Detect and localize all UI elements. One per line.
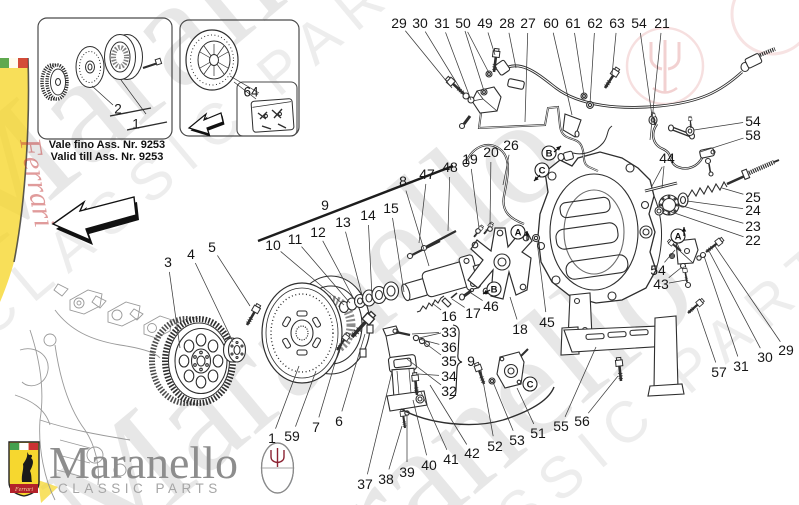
ferrari-logo-text: Ferrari [14,487,33,493]
inset-arrow-icon [187,112,225,137]
support-bracket-a-drawing [665,235,726,317]
maserati-badge-icon: MASERATI [260,442,295,494]
svg-text:A: A [515,227,522,238]
bell-housing-drawing [531,151,663,304]
pipe-58-drawing [648,111,716,177]
ferrari-shield-logo-icon: Ferrari [8,441,40,497]
svg-text:B: B [491,284,498,295]
clutch-disc-drawing [261,282,343,384]
spacer-plate-drawing [222,337,247,363]
flywheel-drawing [149,316,236,406]
spring-drawing [416,287,475,313]
pushrod-drawing [644,159,780,216]
clutch-pipes-drawing [462,47,776,226]
svg-text:C: C [527,379,534,390]
maserati-logo-text: MASERATI [267,472,288,476]
group-brackets [257,164,463,400]
leader-lines [169,30,781,475]
view-marker-B: B [482,281,502,297]
lever-assembly-drawing [382,325,430,430]
svg-text:B: B [546,148,553,159]
svg-text:A: A [675,231,682,242]
slave-cylinder-drawing [401,230,484,302]
switch-drawing [400,348,555,426]
engine-sketch [14,283,173,501]
inset-spring-kit-drawing [185,29,295,133]
svg-text:C: C [539,165,546,176]
view-marker-B: B [541,145,562,161]
inset-boxes [37,17,300,140]
union-fitting-drawing [443,46,622,162]
view-marker-C: C [533,162,550,182]
support-stand-drawing [560,292,685,397]
view-marker-A: A [510,224,530,240]
view-marker-C: C [522,376,538,392]
bearing-stack-drawing [338,281,400,314]
view-marker-A: A [670,227,687,244]
inset-clutch-kit-drawing [40,34,168,131]
direction-arrow-icon [51,196,139,245]
trident-watermark-icon [625,26,705,106]
trident-watermark-icon [730,0,799,56]
